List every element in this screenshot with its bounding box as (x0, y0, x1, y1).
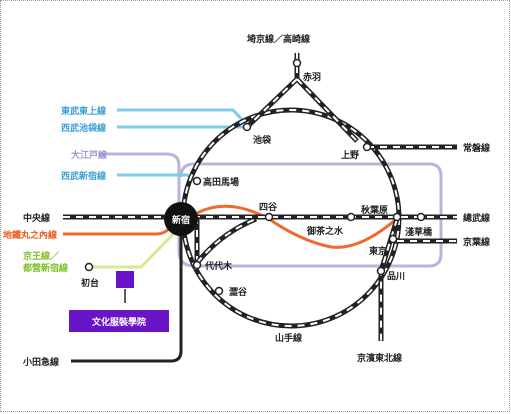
station-label-ueno: 上野 (341, 149, 359, 161)
line-label-joban: 常磐線 (463, 142, 490, 154)
station-dot-akabane[interactable] (292, 58, 302, 68)
school-label-box[interactable]: 文化服裝學院 (69, 310, 169, 332)
line-label-keiyo: 京葉線 (463, 236, 490, 248)
station-dot-asakusabashi[interactable] (416, 212, 426, 222)
line-label-oedo: 大江戸線 (71, 149, 107, 161)
station-dot-akihabara[interactable] (392, 212, 402, 222)
station-label-shinjuku: 新宿 (172, 214, 190, 226)
station-dot-yotsuya[interactable] (264, 212, 274, 222)
saikyo-line (245, 53, 359, 143)
station-label-hatsudai: 初台 (81, 277, 99, 289)
marunouchi-line (63, 204, 403, 249)
chuo-crossover (194, 216, 257, 265)
station-label-shibuya: 澀谷 (229, 286, 248, 298)
odakyu-line (71, 233, 183, 363)
station-dot-yoyogi[interactable] (192, 260, 202, 270)
keio-line (89, 221, 186, 269)
station-label-shinagawa: 品川 (387, 271, 405, 282)
line-label-odakyu: 小田急線 (22, 356, 59, 368)
station-label-yoyogi: 代代木 (204, 260, 233, 272)
line-label-keihin-tohoku: 京濱東北線 (357, 352, 402, 364)
line-label-seibu-shinjuku: 西武新宿線 (61, 170, 106, 182)
line-label-chuo: 中央線 (23, 212, 50, 224)
station-label-ochanomizu: 御茶之水 (306, 225, 344, 237)
station-dot-takadanobaba[interactable] (192, 176, 202, 186)
school-label: 文化服裝學院 (91, 316, 146, 328)
tobu-tojo-line (117, 108, 249, 127)
station-dot-ikebukuro[interactable] (242, 122, 252, 132)
seibu-shinjuku-line (117, 173, 198, 183)
oedo-line (101, 152, 443, 268)
station-dot-hatsudai[interactable] (84, 262, 94, 272)
station-dot-shinagawa[interactable] (376, 266, 386, 276)
line-label-marunouchi: 地鐵丸之內線 (3, 229, 57, 241)
station-dot-tokyo[interactable] (388, 234, 398, 244)
station-label-takadanobaba: 高田馬場 (203, 176, 239, 188)
station-dot-ueno[interactable] (362, 142, 372, 152)
line-label-keio-2: 都營新宿線 (22, 262, 68, 274)
station-label-akabane: 赤羽 (303, 71, 321, 83)
station-dot-shibuya[interactable] (214, 286, 224, 296)
line-label-saikyo: 埼京線／高崎線 (247, 33, 310, 45)
line-label-sobu: 總武線 (463, 212, 490, 224)
station-label-akihabara: 秋葉原 (360, 204, 388, 216)
line-label-tobu-tojo: 東武東上線 (61, 105, 106, 117)
station-label-asakusabashi: 淺草橋 (405, 226, 433, 238)
station-label-tokyo: 東京 (369, 245, 387, 257)
line-label-seibu-ikebukuro: 西武池袋線 (61, 122, 106, 134)
station-label-ikebukuro: 池袋 (253, 134, 272, 146)
line-label-yamanote: 山手線 (275, 332, 302, 344)
shinjuku-hub[interactable] (164, 202, 198, 236)
station-label-yotsuya: 四谷 (259, 201, 278, 213)
station-dot-ochanomizu[interactable] (346, 212, 356, 222)
line-label-keio-1: 京王線／ (23, 250, 59, 262)
school-marker-square (116, 271, 134, 288)
